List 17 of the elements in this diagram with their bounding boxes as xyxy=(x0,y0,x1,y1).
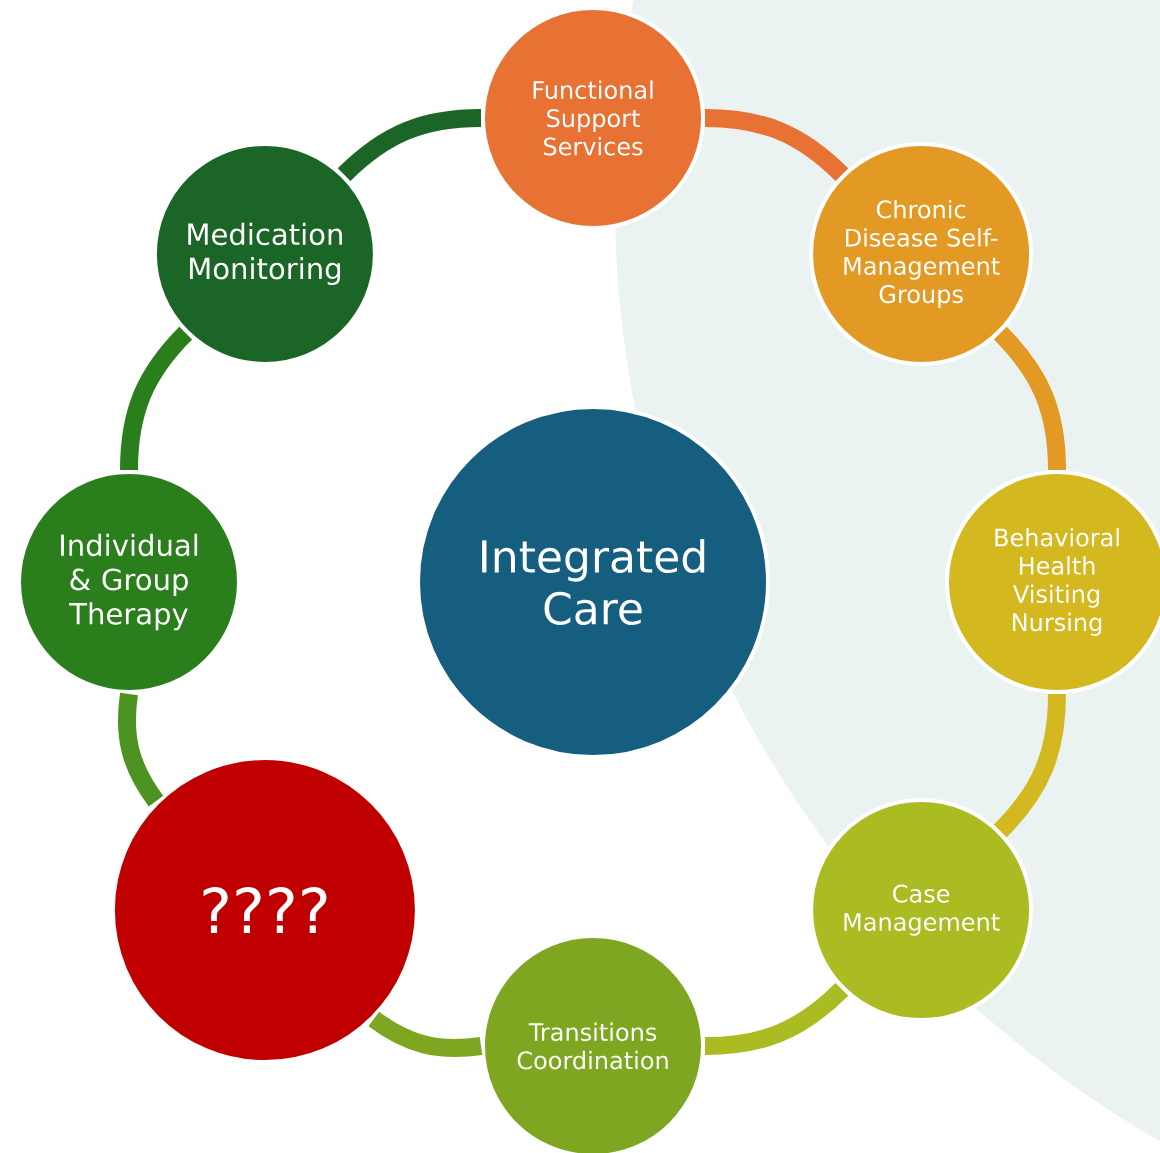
circle-node: Functional Support Services xyxy=(481,6,705,230)
circle-node: Behavioral Health Visiting Nursing xyxy=(945,470,1160,694)
ring-segment xyxy=(993,693,1066,838)
ring-segment xyxy=(704,982,849,1055)
ring-segment xyxy=(337,109,482,182)
circle-node: Case Management xyxy=(809,798,1034,1023)
circle-node: Chronic Disease Self-Management Groups xyxy=(809,141,1034,366)
circle-node: Individual & Group Therapy xyxy=(17,470,241,694)
ring-segment xyxy=(368,1011,483,1058)
ring-segment xyxy=(993,326,1066,471)
ring-segment xyxy=(117,692,164,807)
circle-node: Medication Monitoring xyxy=(152,141,377,366)
circle-node: Integrated Care xyxy=(416,405,770,759)
circle-node: ???? xyxy=(110,756,419,1065)
ring-segment xyxy=(120,326,193,471)
ring-segment xyxy=(704,109,849,182)
circle-node: Transitions Coordination xyxy=(481,934,705,1153)
